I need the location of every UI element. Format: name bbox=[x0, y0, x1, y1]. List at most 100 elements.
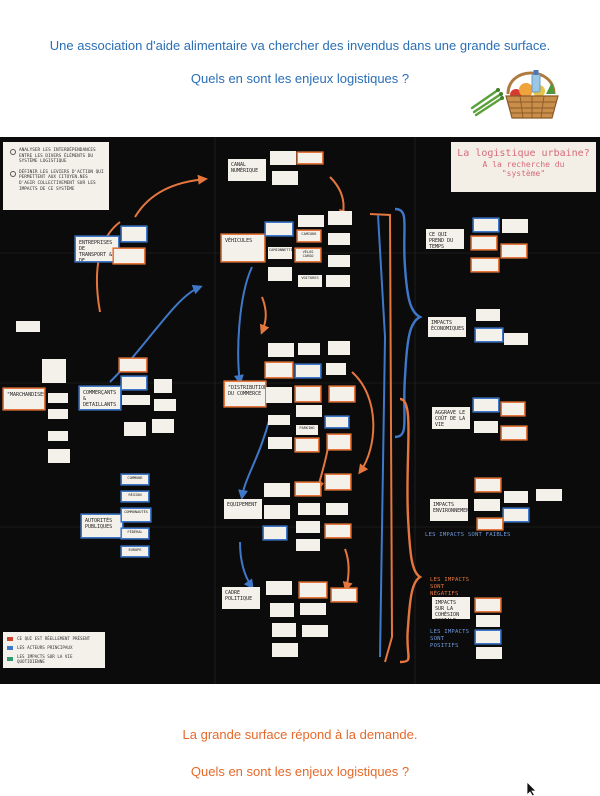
filler-card bbox=[328, 233, 350, 245]
systems-board: La logistique urbaine? A la recherche du… bbox=[0, 137, 600, 684]
filler-card bbox=[154, 379, 172, 393]
hub-impacts-env: Impacts environnementaux bbox=[430, 499, 468, 521]
filler-card bbox=[328, 255, 350, 267]
filler-card bbox=[264, 483, 290, 497]
filler-card bbox=[272, 643, 298, 657]
board-subtitle-1: A la recherche du bbox=[482, 160, 565, 169]
filler-card bbox=[264, 505, 290, 519]
filler-card bbox=[270, 151, 296, 165]
header-line-2: Quels en sont les enjeux logistiques ? bbox=[190, 71, 410, 86]
filler-card bbox=[474, 421, 498, 433]
card-commune: Commune bbox=[122, 475, 148, 484]
legend-item-3: Les impacts sur la vie quotidienne bbox=[17, 654, 73, 664]
filler-card bbox=[296, 387, 320, 401]
filler-card bbox=[270, 603, 294, 617]
filler-card bbox=[474, 499, 500, 511]
filler-card bbox=[476, 647, 502, 659]
filler-card bbox=[326, 525, 350, 537]
filler-card bbox=[264, 527, 286, 539]
hub-cadre-politique: Cadre politique bbox=[222, 587, 260, 609]
hub-impacts-cohesion: Impacts sur la cohésion sociale bbox=[432, 597, 470, 619]
footer-line-1: La grande surface répond à la demande. bbox=[182, 727, 418, 742]
hub-vehicules: Véhicules bbox=[222, 235, 264, 261]
hub-canal-numerique: Canal numérique bbox=[228, 159, 266, 181]
legend-item-1: Ce qui est réellement présent bbox=[17, 636, 91, 641]
board-title-card: La logistique urbaine? A la recherche du… bbox=[451, 142, 596, 192]
filler-card bbox=[268, 415, 290, 425]
filler-card bbox=[476, 309, 500, 321]
filler-card bbox=[476, 329, 502, 341]
filler-card bbox=[300, 603, 326, 615]
annotation-impacts-positifs: Les impacts sont positifs bbox=[430, 629, 470, 649]
hub-aggrave-cout: Aggrave le coût de la vie bbox=[432, 407, 470, 429]
filler-card bbox=[266, 223, 292, 235]
filler-card bbox=[296, 521, 320, 533]
card-federal: Fédéral bbox=[122, 529, 148, 538]
filler-card bbox=[536, 489, 562, 501]
filler-card bbox=[328, 435, 350, 449]
legend-card: Ce qui est réellement présent Les acteur… bbox=[3, 632, 105, 668]
filler-card bbox=[48, 393, 68, 403]
filler-card bbox=[326, 363, 346, 375]
card-communautes: Communautés bbox=[122, 509, 150, 521]
filler-card bbox=[48, 409, 68, 419]
filler-card bbox=[154, 399, 176, 411]
objective-2: Définir les leviers d'action qui permett… bbox=[19, 169, 104, 192]
filler-card bbox=[502, 219, 528, 233]
filler-card bbox=[476, 479, 500, 491]
card-camions: Camions bbox=[298, 231, 320, 241]
filler-card bbox=[326, 475, 350, 489]
card-velos-cargo: Vélos cargo bbox=[296, 249, 320, 261]
filler-card bbox=[502, 403, 524, 415]
filler-card bbox=[122, 227, 146, 241]
filler-card bbox=[42, 359, 66, 383]
filler-card bbox=[504, 333, 528, 345]
filler-card bbox=[476, 615, 500, 627]
filler-card bbox=[326, 275, 350, 287]
filler-card bbox=[48, 431, 68, 441]
filler-card bbox=[296, 439, 318, 451]
filler-card bbox=[298, 343, 320, 355]
filler-card bbox=[120, 359, 146, 371]
filler-card bbox=[122, 395, 150, 405]
filler-card bbox=[124, 422, 146, 436]
filler-card bbox=[476, 599, 500, 611]
filler-card bbox=[266, 363, 292, 377]
filler-card bbox=[296, 405, 322, 417]
filler-card bbox=[478, 519, 502, 529]
filler-card bbox=[474, 219, 498, 231]
filler-card bbox=[302, 625, 328, 637]
filler-card bbox=[504, 491, 528, 503]
filler-card bbox=[272, 623, 296, 637]
annotation-impacts-negatifs: Les impacts sont négatifs bbox=[430, 577, 470, 597]
card-europe: Europe bbox=[122, 547, 148, 556]
filler-card bbox=[266, 387, 292, 403]
filler-card bbox=[502, 245, 526, 257]
filler-card bbox=[296, 539, 320, 551]
legend-item-2: Les acteurs principaux bbox=[17, 645, 73, 650]
card-voitures: Voitures bbox=[298, 275, 322, 287]
filler-card bbox=[502, 427, 526, 439]
filler-card bbox=[328, 341, 350, 355]
filler-card bbox=[122, 377, 146, 389]
filler-card bbox=[152, 419, 174, 433]
footer-line-2: Quels en sont les enjeux logistiques ? bbox=[190, 764, 410, 779]
hub-gain-temps: Ce qui prend du temps bbox=[426, 229, 464, 249]
filler-card bbox=[326, 503, 348, 515]
hub-entreprises: Entreprises de transport & de logistique bbox=[76, 237, 118, 261]
filler-card bbox=[300, 583, 326, 597]
mouse-cursor-icon bbox=[526, 782, 537, 796]
board-subtitle-2: "système" bbox=[501, 169, 546, 178]
filler-card bbox=[16, 321, 40, 332]
filler-card bbox=[296, 483, 320, 495]
card-camionnettes: Camionnettes bbox=[268, 247, 292, 259]
filler-card bbox=[326, 417, 348, 427]
hub-marchandises: "Marchandises" bbox=[4, 389, 44, 409]
filler-card bbox=[268, 437, 292, 449]
filler-card bbox=[298, 215, 324, 227]
hub-distribution: "Distribution" du commerce bbox=[225, 382, 265, 406]
annotation-impacts-faibles: Les impacts sont faibles bbox=[425, 532, 511, 538]
filler-card bbox=[332, 589, 356, 601]
board-title: La logistique urbaine? bbox=[457, 148, 590, 159]
header-line-1: Une association d'aide alimentaire va ch… bbox=[49, 38, 551, 53]
